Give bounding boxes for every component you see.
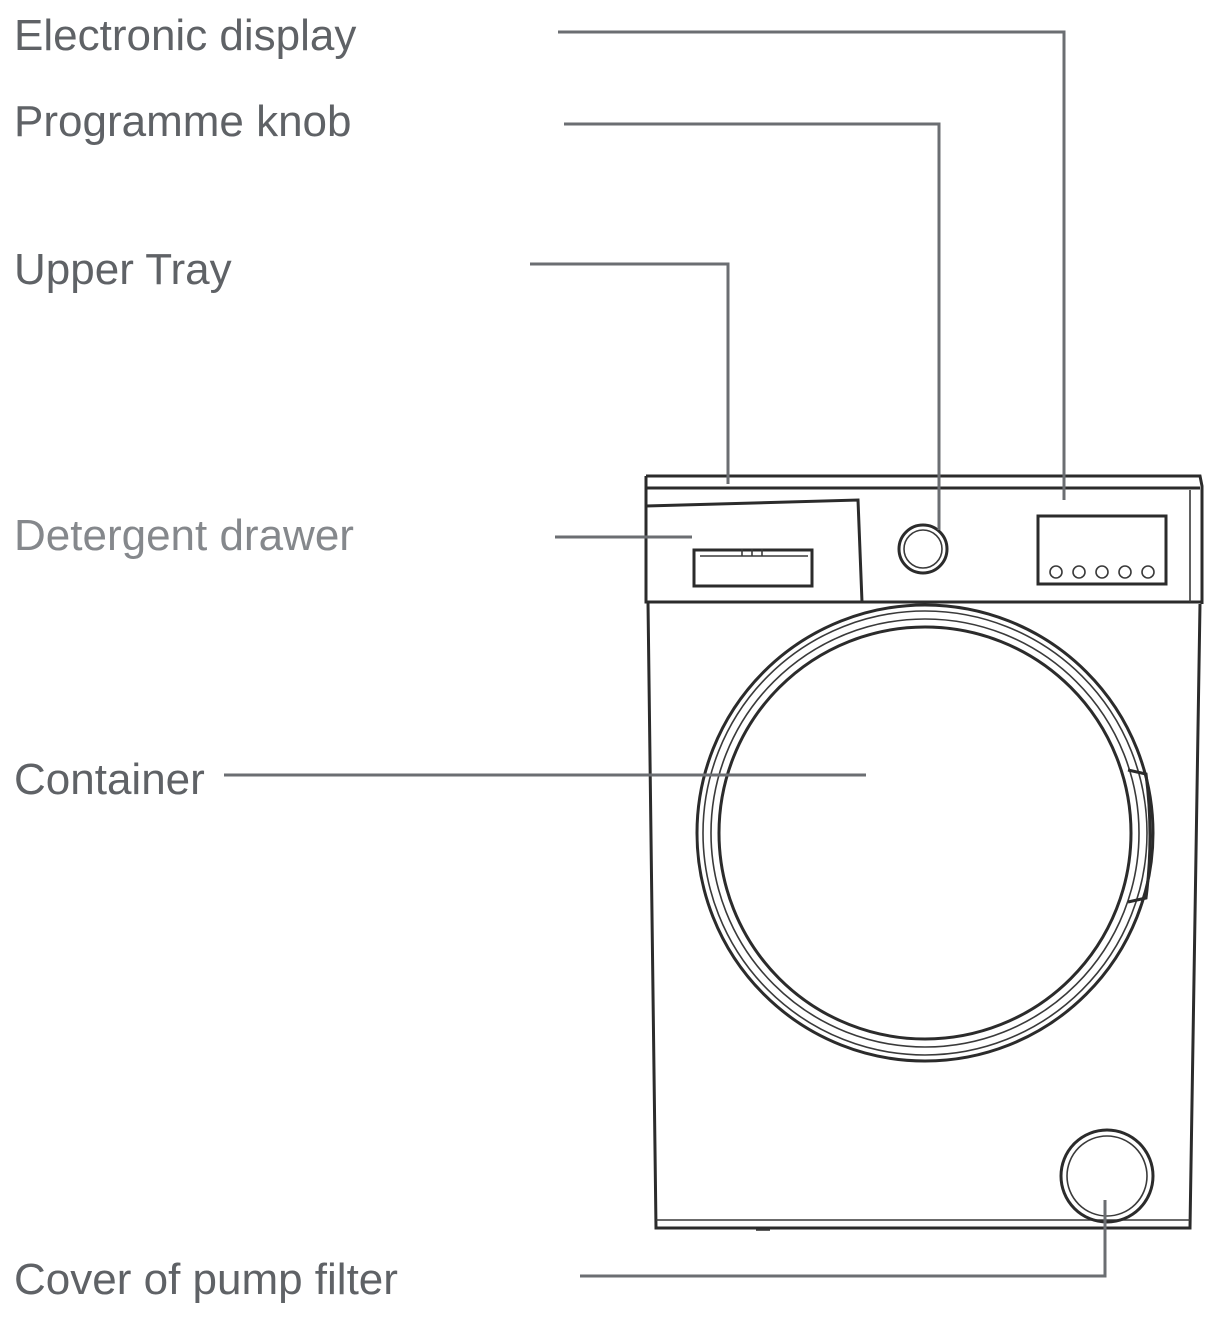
label-electronic-display: Electronic display xyxy=(14,11,357,60)
control-panel xyxy=(644,488,1202,604)
door-handle xyxy=(1127,768,1152,904)
leader-programme-knob xyxy=(564,122,941,530)
label-programme-knob: Programme knob xyxy=(14,97,352,146)
programme-knob xyxy=(897,523,949,575)
label-upper-tray: Upper Tray xyxy=(14,245,232,294)
machine-cabinet xyxy=(646,601,1202,1230)
door-outer-ring xyxy=(695,603,1155,1063)
door-glass xyxy=(717,625,1133,1041)
display-button xyxy=(1095,565,1109,579)
door xyxy=(695,603,1155,1063)
leader-pump-filter-cover xyxy=(580,1200,1107,1278)
detergent-drawer xyxy=(645,498,864,603)
door-ring-2 xyxy=(702,610,1148,1056)
washing-machine xyxy=(644,474,1204,1230)
electronic-display xyxy=(1036,514,1168,586)
door-ring-3 xyxy=(710,618,1140,1048)
label-pump-filter-cover: Cover of pump filter xyxy=(14,1255,398,1304)
leader-upper-tray xyxy=(530,262,730,484)
pump-filter-cover xyxy=(1059,1128,1155,1224)
display-button xyxy=(1141,565,1155,579)
drawer-handle xyxy=(692,548,814,588)
label-container: Container xyxy=(14,755,205,804)
display-button xyxy=(1049,565,1063,579)
display-button xyxy=(1118,565,1132,579)
leader-electronic-display xyxy=(558,30,1066,500)
display-button xyxy=(1072,565,1086,579)
label-detergent-drawer: Detergent drawer xyxy=(14,511,354,560)
